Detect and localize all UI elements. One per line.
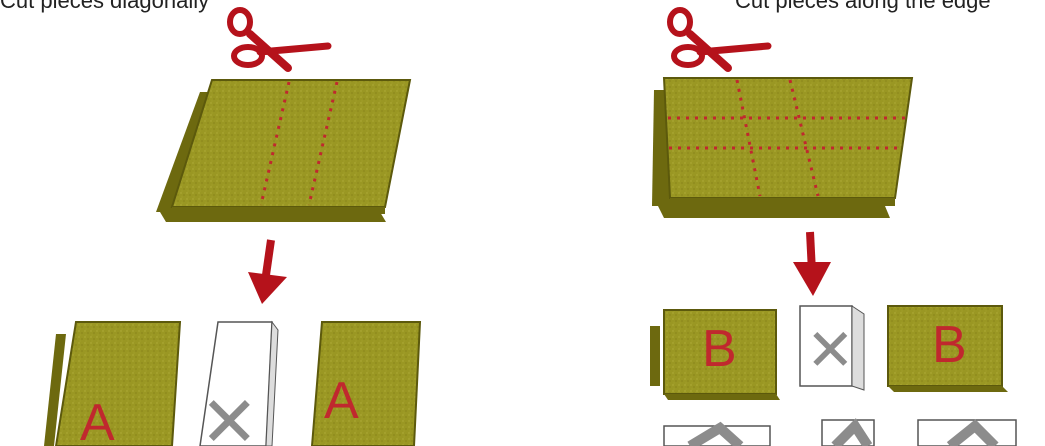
down-arrow-icon xyxy=(793,231,831,296)
cut-line xyxy=(788,79,820,197)
scissors-icon xyxy=(227,7,332,72)
cut-line xyxy=(307,81,339,206)
caption-left: Cut pieces diagonally xyxy=(0,0,210,13)
cut-line xyxy=(735,79,762,197)
left-panel: A ✕ A xyxy=(44,7,422,446)
caption-right: Cut pieces along the edge xyxy=(735,0,991,13)
piece-b-left: B xyxy=(650,309,780,400)
waste-row-bottom xyxy=(663,418,1017,446)
piece-label: B xyxy=(932,316,967,374)
board-stack-right xyxy=(652,77,914,218)
piece-label: A xyxy=(80,394,115,446)
waste-mark: ✕ xyxy=(806,316,855,384)
piece-label: A xyxy=(324,372,359,430)
waste-strip-left: ✕ xyxy=(199,320,279,446)
piece-a-left: A xyxy=(44,321,182,446)
waste-mark: ✕ xyxy=(200,381,259,446)
piece-label: B xyxy=(702,320,737,378)
piece-a-right: A xyxy=(310,321,422,446)
piece-b-right: B xyxy=(887,305,1008,392)
cut-line xyxy=(259,81,291,206)
down-arrow-icon xyxy=(248,239,287,304)
scissors-icon xyxy=(667,7,772,72)
waste-square-top: ✕ xyxy=(799,305,865,391)
board-stack-left xyxy=(156,79,412,222)
right-panel: B ✕ B xyxy=(650,7,1017,446)
